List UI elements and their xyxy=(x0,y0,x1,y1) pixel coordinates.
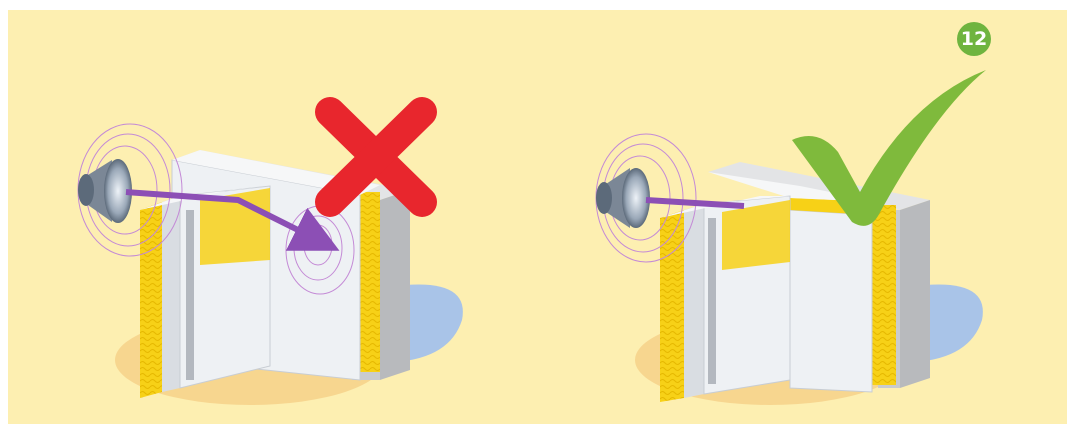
step-number-badge: 12 xyxy=(957,22,991,56)
sound-path-arrow xyxy=(646,200,744,206)
front-lining xyxy=(660,196,790,402)
insulation-back xyxy=(358,192,380,372)
left-scene xyxy=(78,112,463,405)
step-number-label: 12 xyxy=(961,28,987,50)
right-scene xyxy=(596,70,986,405)
insulation-back xyxy=(872,205,896,385)
front-lining xyxy=(140,186,270,398)
partition-board xyxy=(790,210,872,392)
